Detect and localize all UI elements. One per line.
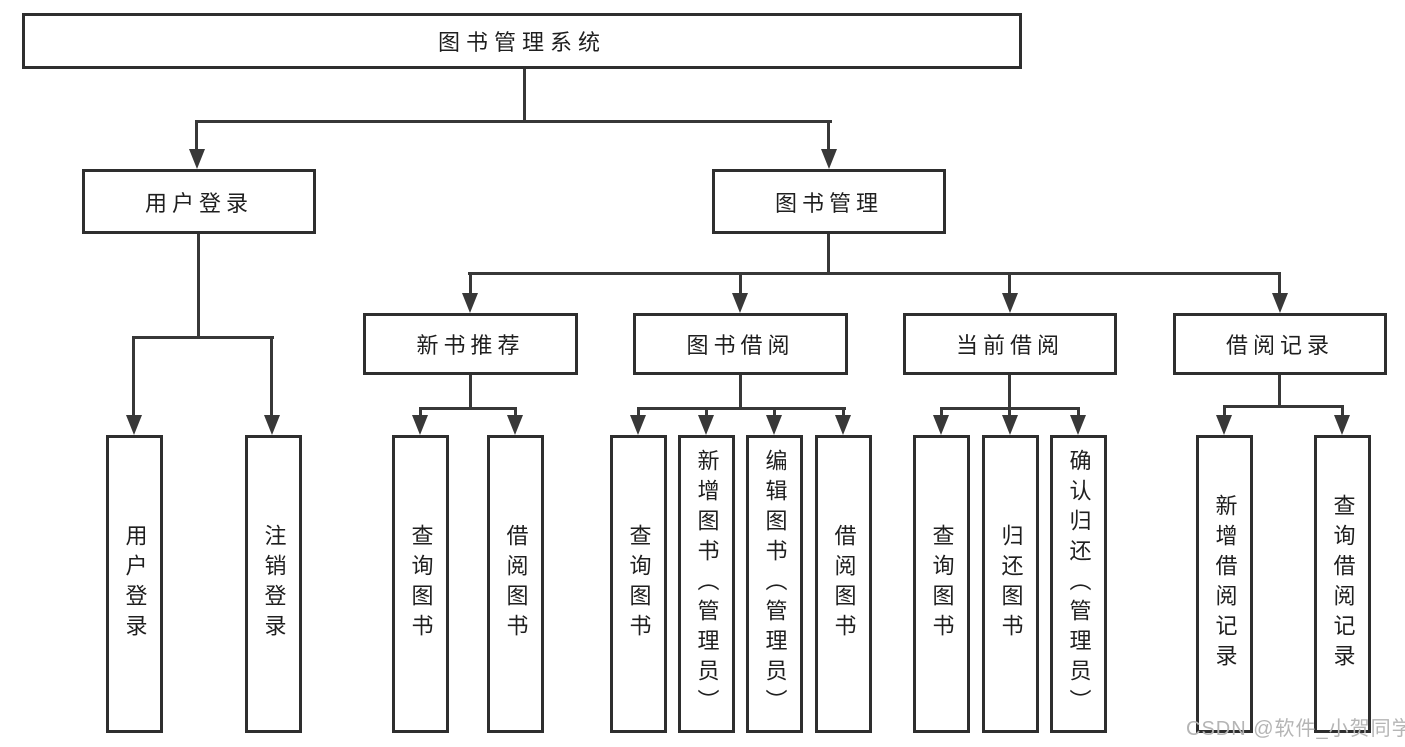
connector-book-borrow-stem <box>739 374 742 410</box>
node-book-management-group: 图书管理 <box>712 169 946 234</box>
connector-drop <box>1077 407 1080 419</box>
connector-borrow-record-stem <box>1278 374 1281 407</box>
connector-drop <box>1008 407 1011 419</box>
arrowhead-leaf <box>412 415 428 435</box>
arrowhead-leaf <box>1334 415 1350 435</box>
connector-drop-leaf-user-login <box>132 336 135 418</box>
arrowhead-leaf <box>835 415 851 435</box>
arrowhead-leaf-logout <box>264 415 280 435</box>
node-query-books-borrow: 查询图书 <box>610 435 667 733</box>
node-borrow-books-recommend: 借阅图书 <box>487 435 544 733</box>
arrowhead-new-book <box>462 293 478 313</box>
connector-user-login-bus <box>132 336 274 339</box>
node-add-borrow-record: 新增借阅记录 <box>1196 435 1253 733</box>
node-library-management-system: 图书管理系统 <box>22 13 1022 69</box>
node-label: 注销登录 <box>261 524 287 644</box>
node-label: 用户登录 <box>122 524 148 644</box>
node-borrow-books: 借阅图书 <box>815 435 872 733</box>
node-label: 归还图书 <box>998 524 1024 644</box>
node-label: 图书管理 <box>774 190 883 216</box>
connector-drop <box>1223 405 1226 419</box>
node-logout: 注销登录 <box>245 435 302 733</box>
node-label: 查询图书 <box>626 524 652 644</box>
connector-drop-book-management <box>827 120 830 152</box>
arrowhead-leaf <box>698 415 714 435</box>
connector-borrow-record-bus <box>1223 405 1344 408</box>
node-add-books-admin: 新增图书（管理员） <box>678 435 735 733</box>
connector-new-book-bus <box>419 407 517 410</box>
node-query-books-current: 查询图书 <box>913 435 970 733</box>
node-label: 新增图书（管理员） <box>694 449 720 719</box>
arrowhead-book-borrow <box>732 293 748 313</box>
arrowhead-leaf <box>507 415 523 435</box>
node-user-login-group: 用户登录 <box>82 169 316 234</box>
connector-root-bus <box>195 120 832 123</box>
node-user-login: 用户登录 <box>106 435 163 733</box>
connector-drop <box>1341 405 1344 419</box>
node-label: 当前借阅 <box>955 333 1064 358</box>
node-label: 查询图书 <box>929 524 955 644</box>
arrowhead-borrow-record <box>1272 293 1288 313</box>
node-borrow-record: 借阅记录 <box>1173 313 1387 375</box>
node-confirm-return-admin: 确认归还（管理员） <box>1050 435 1107 733</box>
node-label: 借阅记录 <box>1225 333 1334 358</box>
connector-user-login-stem <box>197 233 200 339</box>
arrowhead-leaf <box>1216 415 1232 435</box>
arrowhead-book-management <box>821 149 837 169</box>
arrowhead-leaf <box>1002 415 1018 435</box>
connector-book-borrow-bus <box>637 407 846 410</box>
connector-book-management-bus <box>468 272 1281 275</box>
connector-drop <box>773 407 776 419</box>
node-query-borrow-record: 查询借阅记录 <box>1314 435 1371 733</box>
node-new-book-recommend: 新书推荐 <box>363 313 578 375</box>
connector-new-book-stem <box>469 374 472 410</box>
node-label: 查询借阅记录 <box>1330 494 1356 674</box>
connector-drop <box>940 407 943 419</box>
connector-drop <box>842 407 845 419</box>
node-edit-books-admin: 编辑图书（管理员） <box>746 435 803 733</box>
node-label: 新书推荐 <box>416 333 525 358</box>
node-label: 编辑图书（管理员） <box>762 449 788 719</box>
arrowhead-leaf <box>766 415 782 435</box>
node-query-books-recommend: 查询图书 <box>392 435 449 733</box>
node-label: 借阅图书 <box>831 524 857 644</box>
connector-drop-borrow-record <box>1278 272 1281 297</box>
node-label: 查询图书 <box>408 524 434 644</box>
connector-drop-user-login <box>195 120 198 152</box>
csdn-watermark: CSDN @软件_小贺同学 <box>1186 718 1405 740</box>
connector-drop <box>705 407 708 419</box>
node-label: 用户登录 <box>144 190 253 216</box>
connector-drop-new-book <box>469 272 472 297</box>
connector-drop <box>419 407 422 419</box>
connector-drop-leaf-logout <box>270 336 273 418</box>
node-label: 图书管理系统 <box>437 30 606 55</box>
node-book-borrow: 图书借阅 <box>633 313 848 375</box>
node-label: 确认归还（管理员） <box>1066 449 1092 719</box>
arrowhead-leaf <box>1070 415 1086 435</box>
arrowhead-leaf <box>630 415 646 435</box>
connector-root-stem <box>523 69 526 122</box>
connector-drop-book-borrow <box>739 272 742 297</box>
node-label: 图书借阅 <box>686 333 795 358</box>
arrowhead-leaf-user-login <box>126 415 142 435</box>
connector-drop <box>514 407 517 419</box>
node-label: 新增借阅记录 <box>1212 494 1238 674</box>
node-current-borrow: 当前借阅 <box>903 313 1117 375</box>
node-label: 借阅图书 <box>503 524 529 644</box>
connector-current-borrow-stem <box>1008 374 1011 410</box>
connector-book-management-stem <box>827 233 830 275</box>
connector-drop-current-borrow <box>1008 272 1011 297</box>
arrowhead-user-login <box>189 149 205 169</box>
node-return-books: 归还图书 <box>982 435 1039 733</box>
arrowhead-current-borrow <box>1002 293 1018 313</box>
connector-drop <box>637 407 640 419</box>
arrowhead-leaf <box>933 415 949 435</box>
